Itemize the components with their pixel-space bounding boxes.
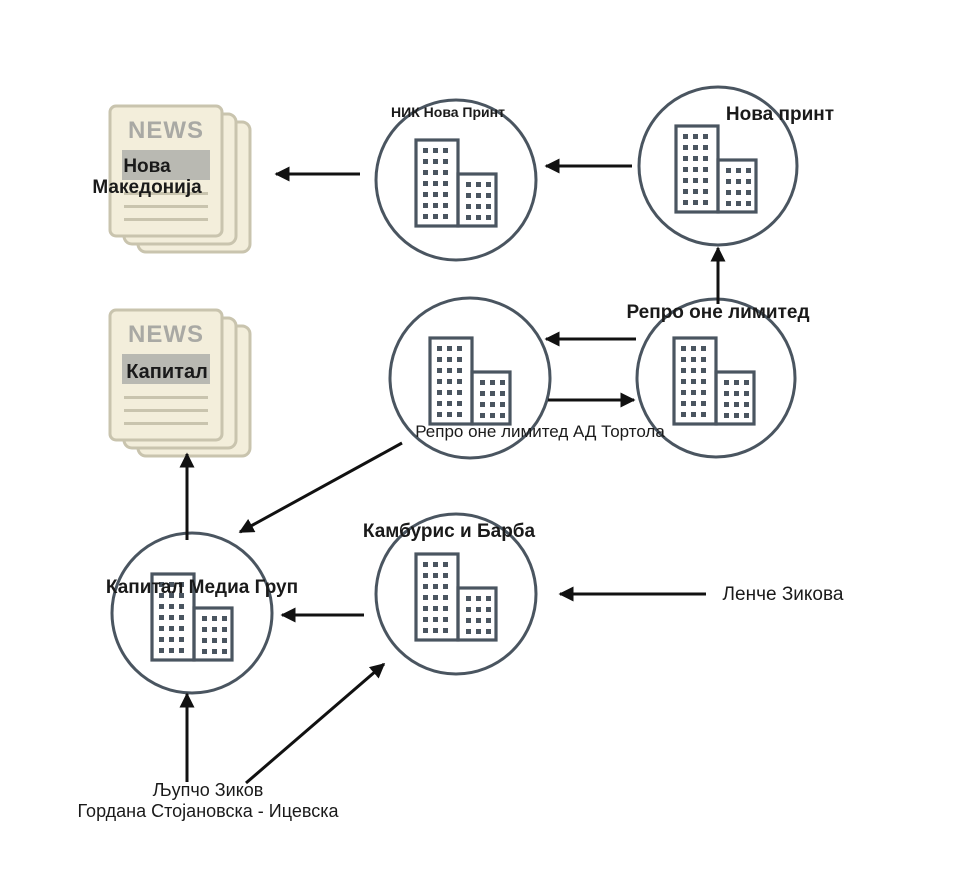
node-kamburis-barba — [374, 512, 538, 676]
newspaper-kapital: NEWS Капитал — [108, 308, 252, 458]
node-repro-one-limited — [635, 297, 797, 459]
label-ljupco-zikov: Љупчо Зиков — [153, 780, 264, 800]
node-nik-nova-print — [374, 98, 538, 262]
label-repro-one-limited-ad-tortola: Репро оне лимитед АД Тортола — [415, 422, 665, 441]
label-nik-nova-print: НИК Нова Принт — [391, 104, 505, 120]
arrow-persons-to-kamburis — [245, 662, 386, 785]
arrow-tortola-to-kapital-media — [238, 441, 403, 534]
news-badge-2: NEWS — [128, 321, 204, 348]
label-lence-zikova: Ленче Зикова — [723, 584, 844, 605]
label-repro-one-limited: Репро оне лимитед — [626, 302, 809, 323]
label-kapital-media-grup: Капитал Медиа Груп — [106, 577, 298, 598]
newspaper-name-line1: Нова — [123, 156, 171, 177]
newspaper-name-kapital: Капитал — [126, 361, 208, 383]
newspaper-name-line2: Македонија — [92, 177, 202, 198]
node-kapital-media-grup — [110, 531, 274, 695]
news-badge-1: NEWS — [128, 117, 204, 144]
ownership-arrows — [179, 158, 726, 785]
label-kamburis-barba: Камбурис и Барба — [363, 521, 536, 542]
newspaper-nova-makedonija: NEWS Нова Македонија — [92, 104, 252, 254]
label-nova-print: Нова принт — [726, 104, 834, 125]
label-gordana: Гордана Стојановска - Ицевска — [78, 801, 340, 821]
node-repro-one-limited-ad-tortola — [388, 296, 552, 460]
node-nova-print — [637, 85, 799, 247]
